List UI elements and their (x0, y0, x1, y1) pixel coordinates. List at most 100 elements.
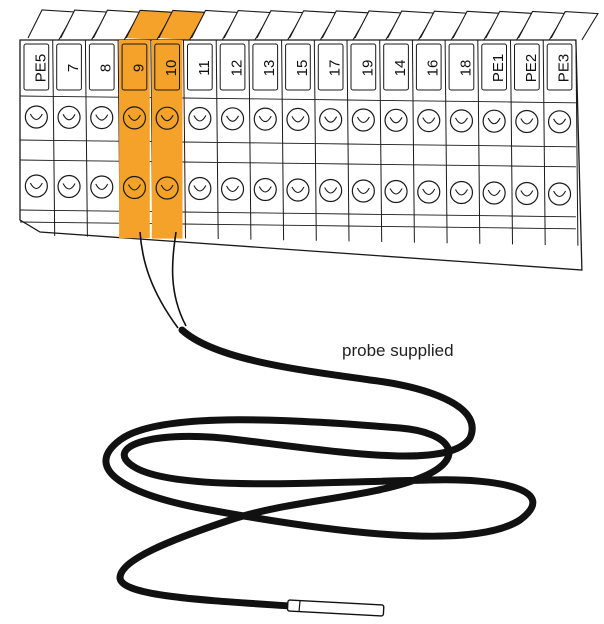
terminal-screw-upper (57, 105, 81, 129)
terminal-label-10: 10 (163, 60, 180, 77)
screw-slot (487, 189, 501, 197)
terminal-fins (27, 9, 599, 41)
terminal-screw-lower (319, 178, 343, 203)
terminal-divider (510, 39, 513, 245)
terminal-label-14: 14 (392, 60, 409, 77)
terminal-label-window (23, 43, 50, 91)
terminal-screw-upper (351, 108, 375, 132)
screw-slot (422, 188, 436, 196)
terminal-label-window (56, 43, 82, 91)
terminal-screw-lower (417, 180, 441, 204)
terminal-divider (84, 39, 88, 237)
terminal-screw-upper (90, 105, 114, 130)
terminal-label-15: 15 (294, 60, 311, 77)
screw-slot (324, 187, 338, 194)
terminal-screw-lower (155, 176, 179, 200)
terminal-screw-upper (515, 109, 539, 134)
screw-slot (487, 117, 501, 125)
terminal-screw-upper (319, 108, 343, 132)
terminal-label-window (350, 43, 377, 91)
terminal-screw-upper (547, 110, 572, 134)
screw-slot (29, 113, 43, 121)
terminal-label-window (415, 43, 442, 91)
screw-slot (127, 114, 141, 121)
terminal-label-window (383, 43, 409, 91)
terminal-label-window (121, 43, 148, 91)
screw-slot (454, 189, 468, 196)
screw-slot (258, 115, 272, 123)
screw-slot (95, 183, 109, 191)
screw-slot (160, 184, 174, 192)
terminal-screw-upper (122, 106, 147, 130)
terminal-screw-lower (57, 174, 81, 199)
screw-slot (520, 190, 534, 197)
terminal-label-7: 7 (65, 64, 82, 72)
screw-slot (258, 186, 272, 193)
probe-cable-coil (102, 326, 537, 610)
probe-cable (102, 231, 537, 617)
screw-slot (62, 183, 76, 190)
terminal-screw-lower (482, 181, 506, 205)
terminal-fin (550, 11, 599, 41)
screw-slot (29, 182, 43, 190)
terminal-label-12: 12 (229, 60, 246, 77)
screw-slot (193, 115, 207, 122)
screw-slot (553, 190, 567, 198)
terminal-label-window (88, 43, 115, 91)
terminal-divider (183, 39, 186, 239)
terminal-label-PE2: PE2 (523, 54, 540, 82)
terminal-label-window (154, 43, 181, 91)
terminal-screw-upper (188, 106, 212, 131)
terminal-label-window (514, 43, 540, 91)
screw-slot (193, 185, 207, 192)
terminal-divider (248, 39, 252, 240)
terminal-divider (411, 39, 415, 243)
screw-slot (127, 184, 141, 191)
terminal-divider (313, 39, 317, 241)
terminal-screw-upper (384, 108, 408, 132)
screw-slot (291, 186, 305, 194)
terminal-screw-lower (122, 175, 147, 200)
terminal-label-window (317, 43, 344, 91)
screw-slot (520, 118, 534, 125)
screw-slot (553, 118, 567, 125)
terminal-screw-lower (90, 175, 114, 199)
terminal-screw-lower (24, 174, 48, 198)
terminal-divider (281, 39, 285, 241)
terminal-divider (346, 39, 350, 242)
terminal-label-window (546, 43, 573, 91)
terminal-label-window (252, 43, 279, 91)
terminal-label-19: 19 (359, 60, 376, 77)
terminal-label-PE1: PE1 (490, 54, 507, 82)
terminal-divider (52, 39, 56, 237)
terminal-divider (575, 39, 579, 246)
screw-slot (389, 188, 403, 195)
screw-slot (226, 115, 240, 122)
terminal-screw-lower (188, 176, 212, 201)
terminal-screw-lower (220, 177, 245, 201)
terminal-screw-lower (515, 181, 539, 206)
terminal-divider (444, 39, 448, 244)
screw-slot (389, 117, 403, 124)
terminal-label-PE3: PE3 (556, 54, 573, 82)
terminal-label-17: 17 (327, 60, 344, 77)
terminal-label-window (481, 43, 507, 91)
terminal-screw-lower (286, 178, 310, 202)
terminal-screw-upper (253, 107, 277, 131)
terminal-screw-upper (417, 108, 441, 133)
screw-slot (324, 116, 338, 123)
terminal-screw-upper (449, 109, 474, 133)
terminal-label-8: 8 (98, 64, 115, 72)
screw-slot (454, 117, 468, 124)
terminal-label-9: 9 (130, 64, 147, 72)
terminal-screw-upper (155, 106, 179, 130)
terminal-divider (542, 39, 546, 246)
terminal-screw-lower (449, 180, 474, 205)
probe-wire-right (171, 231, 187, 327)
terminal-label-window (285, 43, 311, 91)
probe-caption: probe supplied (342, 341, 454, 360)
terminal-label-13: 13 (261, 60, 278, 77)
